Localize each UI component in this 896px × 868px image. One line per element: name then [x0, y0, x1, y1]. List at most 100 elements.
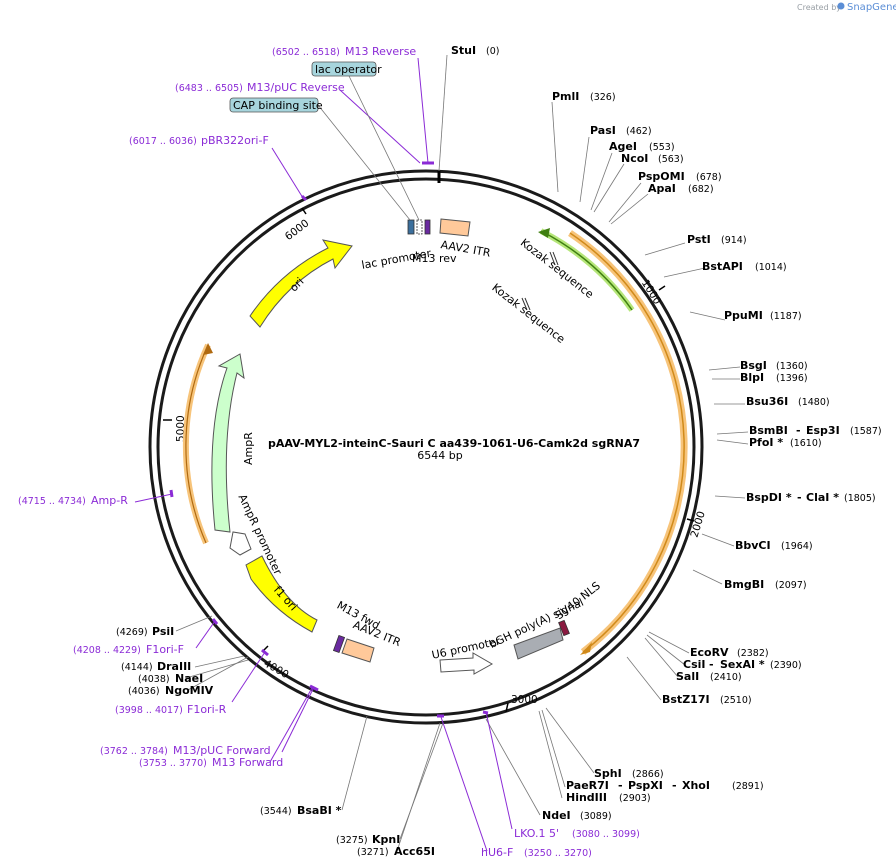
- svg-text:(1964): (1964): [781, 541, 813, 552]
- enzyme-bmgbi[interactable]: BmgBI: [724, 578, 764, 591]
- enzyme-csii[interactable]: CsiI: [683, 658, 705, 671]
- enzyme-sali[interactable]: SalI: [676, 670, 699, 683]
- enzyme-pmli[interactable]: PmlI: [552, 90, 579, 103]
- kozak-marker-2: [521, 297, 528, 311]
- primer-labels: (6502 .. 6518) M13 Reverse (6483 .. 6505…: [18, 45, 640, 859]
- snapgene-label: SnapGene: [847, 2, 896, 13]
- enzyme-bbvci[interactable]: BbvCI: [735, 539, 771, 552]
- sv40-nls-feature[interactable]: [558, 619, 570, 637]
- enzyme-pspxi[interactable]: PspXI: [628, 779, 663, 792]
- svg-text:(2866): (2866): [632, 769, 664, 780]
- enzyme-psti[interactable]: PstI: [687, 233, 711, 246]
- enzyme-ppumi[interactable]: PpuMI: [724, 309, 763, 322]
- enzyme-acc65i[interactable]: Acc65I: [394, 845, 435, 858]
- svg-text:(563): (563): [658, 154, 684, 165]
- lac-operator-box[interactable]: [311, 61, 377, 77]
- enzyme-bsmbi[interactable]: BsmBI: [749, 424, 788, 437]
- enzyme-draiii[interactable]: DraIII: [157, 660, 191, 673]
- svg-text:(4038): (4038): [138, 674, 170, 685]
- enzyme-sphi[interactable]: SphI: [594, 767, 622, 780]
- svg-text:(682): (682): [688, 184, 714, 195]
- enzyme-ndei[interactable]: NdeI: [542, 809, 571, 822]
- primer-m13-puc-reverse[interactable]: M13/pUC Reverse: [247, 81, 345, 94]
- enzyme-clai[interactable]: ClaI *: [806, 491, 839, 504]
- cds-arc-left-line: [185, 344, 209, 544]
- svg-text:(3998 .. 4017): (3998 .. 4017): [115, 705, 183, 716]
- enzyme-bsu36i[interactable]: Bsu36I: [746, 395, 788, 408]
- kozak-label-2: Kozak sequence: [489, 281, 567, 346]
- created-by-label: Created by: [797, 3, 841, 12]
- m13-fwd-feature[interactable]: [332, 634, 346, 654]
- ampr-promoter-feature[interactable]: [229, 531, 252, 556]
- enzyme-hindiii[interactable]: HindIII: [566, 791, 607, 804]
- enzyme-kpni[interactable]: KpnI: [372, 833, 400, 846]
- svg-text:-: -: [797, 491, 802, 504]
- enzyme-xhoi[interactable]: XhoI: [682, 779, 710, 792]
- lac-operator-label: lac operator: [315, 63, 382, 76]
- primer-m13-reverse[interactable]: M13 Reverse: [345, 45, 416, 58]
- primer-f1ori-f[interactable]: F1ori-F: [146, 643, 184, 656]
- enzyme-bstz17i[interactable]: BstZ17I: [662, 693, 710, 706]
- svg-text:(2390): (2390): [770, 660, 802, 671]
- svg-text:(3250 .. 3270): (3250 .. 3270): [524, 848, 592, 859]
- enzyme-bstapi[interactable]: BstAPI: [702, 260, 743, 273]
- tick-label-3000: 3000: [511, 694, 538, 706]
- svg-text:(3089): (3089): [580, 811, 612, 822]
- primer-m13-puc-forward[interactable]: M13/pUC Forward: [173, 744, 271, 757]
- enzyme-sexai[interactable]: SexAI *: [720, 658, 765, 671]
- svg-text:(1360): (1360): [776, 361, 808, 372]
- cds-arc-left-arrow: [203, 343, 213, 355]
- primer-f1ori-r[interactable]: F1ori-R: [187, 703, 227, 716]
- enzyme-blpi[interactable]: BlpI: [740, 371, 764, 384]
- primer-amp-r[interactable]: Amp-R: [91, 494, 128, 507]
- ampr-feature[interactable]: [211, 353, 245, 533]
- cap-binding-site-label: CAP binding site: [233, 99, 323, 112]
- enzyme-agei[interactable]: AgeI: [609, 140, 637, 153]
- svg-text:(1587): (1587): [850, 426, 882, 437]
- svg-text:(1805): (1805): [844, 493, 876, 504]
- enzyme-ncoi[interactable]: NcoI: [621, 152, 648, 165]
- primer-m13-forward[interactable]: M13 Forward: [212, 756, 283, 769]
- enzyme-stui[interactable]: StuI: [451, 44, 476, 57]
- enzyme-bspdi[interactable]: BspDI *: [746, 491, 792, 504]
- svg-text:(1187): (1187): [770, 311, 802, 322]
- enzyme-pasi[interactable]: PasI: [590, 124, 616, 137]
- enzyme-pfoi[interactable]: PfoI *: [749, 436, 783, 449]
- svg-text:(914): (914): [721, 235, 747, 246]
- ori-feature[interactable]: [249, 239, 353, 328]
- enzyme-pspomi[interactable]: PspOMI: [638, 170, 685, 183]
- svg-text:(2903): (2903): [619, 793, 651, 804]
- svg-text:(2891): (2891): [732, 781, 764, 792]
- kozak-marker-2b: [524, 297, 531, 311]
- enzyme-bsgi[interactable]: BsgI: [740, 359, 767, 372]
- svg-text:(3271): (3271): [357, 847, 389, 858]
- enzyme-bsabi[interactable]: BsaBI *: [297, 804, 342, 817]
- u6-promoter-feature[interactable]: [439, 652, 494, 675]
- primer-pbr322ori-f[interactable]: pBR322ori-F: [201, 134, 269, 147]
- enzyme-esp3i[interactable]: Esp3I: [806, 424, 840, 437]
- f1-ori-feature[interactable]: [245, 555, 318, 633]
- bgh-polya-feature[interactable]: [513, 627, 564, 660]
- kozak-marker-1: [549, 251, 556, 266]
- cap-binding-site-box[interactable]: [229, 97, 319, 113]
- svg-text:(4036): (4036): [128, 686, 160, 697]
- enzyme-naei[interactable]: NaeI: [175, 672, 203, 685]
- svg-text:(3753 .. 3770): (3753 .. 3770): [139, 758, 207, 769]
- enzyme-ecorv[interactable]: EcoRV: [690, 646, 729, 659]
- enzyme-ngomiv[interactable]: NgoMIV: [165, 684, 214, 697]
- tick-label-6000: 6000: [283, 217, 312, 243]
- svg-text:(1396): (1396): [776, 373, 808, 384]
- aav2-itr-bottom-feature[interactable]: [341, 638, 375, 663]
- enzyme-apai[interactable]: ApaI: [648, 182, 676, 195]
- enzyme-psii[interactable]: PsiI: [152, 625, 174, 638]
- lac-promoter-feature[interactable]: [407, 219, 415, 235]
- tick-label-2000: 2000: [689, 510, 708, 539]
- aav2-itr-top-feature[interactable]: [439, 218, 471, 237]
- primer-hu6-f[interactable]: hU6-F: [481, 846, 513, 859]
- m13-rev-feature[interactable]: [424, 219, 431, 235]
- primer-lko1-5[interactable]: LKO.1 5': [514, 827, 559, 840]
- enzyme-paer7i[interactable]: PaeR7I: [566, 779, 609, 792]
- lac-operator-feature[interactable]: [416, 219, 423, 235]
- backbone-inner: [156, 177, 696, 717]
- svg-text:(1014): (1014): [755, 262, 787, 273]
